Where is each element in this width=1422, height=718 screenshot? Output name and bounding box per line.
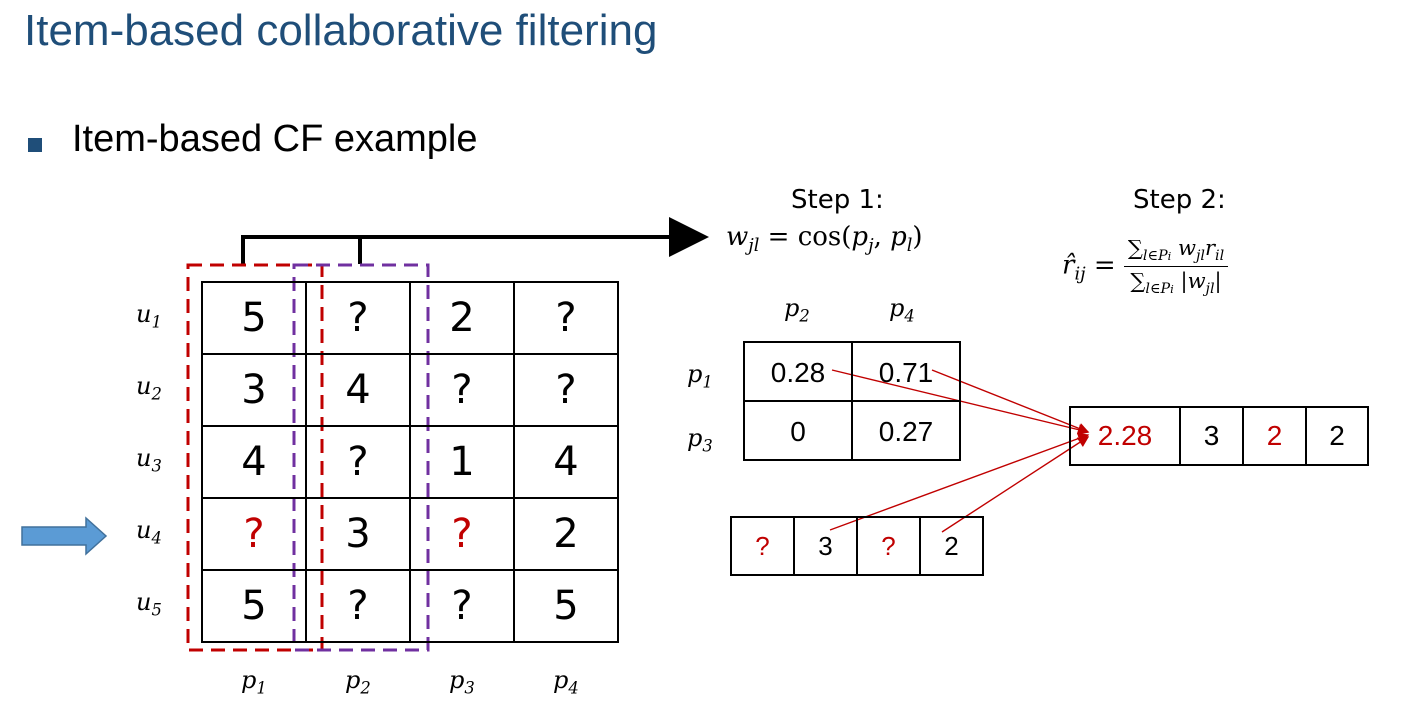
- vector-cell: 3: [793, 516, 858, 576]
- rating-cell: 4: [201, 425, 307, 499]
- item-label-p4: p4: [553, 666, 579, 698]
- rating-row-u2: 3 4 ? ?: [201, 353, 619, 427]
- rating-cell: ?: [409, 353, 515, 427]
- rating-cell: 2: [409, 281, 515, 355]
- predicted-cell: 2: [1242, 406, 1307, 466]
- bullet-marker: [28, 138, 42, 152]
- rating-cell: ?: [305, 569, 411, 643]
- rating-cell: 5: [513, 569, 619, 643]
- user-label-u3: u3: [136, 444, 162, 476]
- sim-row-header-p3: p3: [687, 424, 713, 456]
- step1-connector: [241, 217, 709, 264]
- rating-cell: 5: [201, 281, 307, 355]
- item-p1-selection-box: [186, 263, 324, 652]
- user-vector-row: ? 3 ? 2: [730, 516, 984, 576]
- similarity-cell: 0.71: [851, 341, 961, 402]
- target-user-arrow-icon: [21, 516, 108, 556]
- rating-cell-missing: ?: [201, 497, 307, 571]
- vector-cell-missing: ?: [856, 516, 921, 576]
- user-label-u5: u5: [136, 588, 162, 620]
- rating-cell: ?: [305, 281, 411, 355]
- sim-col-header-p2: p2: [784, 294, 810, 326]
- similarity-row-p1: 0.28 0.71: [743, 341, 961, 402]
- rating-cell: 4: [305, 353, 411, 427]
- page-title: Item-based collaborative filtering: [24, 6, 658, 55]
- step2-label: Step 2:: [1133, 185, 1226, 215]
- sim-col-header-p4: p4: [889, 294, 915, 326]
- user-label-u2: u2: [136, 372, 162, 404]
- result-vector-row: 2.28 3 2 2: [1069, 406, 1369, 466]
- similarity-row-p3: 0 0.27: [743, 400, 961, 461]
- item-label-p2: p2: [345, 666, 371, 698]
- item-label-p1: p1: [241, 666, 267, 698]
- user-rating-vector: ? 3 ? 2: [730, 516, 984, 576]
- vector-cell-missing: ?: [730, 516, 795, 576]
- rating-cell: ?: [513, 353, 619, 427]
- predicted-rating-vector: 2.28 3 2 2: [1069, 406, 1369, 466]
- similarity-cell: 0.28: [743, 341, 853, 402]
- rating-cell: 5: [201, 569, 307, 643]
- step2-formula: r̂ij = ∑l∈Pi wjlril ∑l∈Pi |wjl|: [1062, 236, 1229, 297]
- predicted-cell: 2.28: [1069, 406, 1181, 466]
- rating-cell: 1: [409, 425, 515, 499]
- result-cell: 2: [1305, 406, 1369, 466]
- rating-row-u1: 5 ? 2 ?: [201, 281, 619, 355]
- result-cell: 3: [1179, 406, 1244, 466]
- similarity-cell: 0: [743, 400, 853, 461]
- rating-cell: 2: [513, 497, 619, 571]
- bullet-text: Item-based CF example: [72, 118, 478, 160]
- rating-cell: ?: [409, 569, 515, 643]
- user-label-u4: u4: [136, 516, 162, 548]
- rating-cell: 3: [201, 353, 307, 427]
- step1-label: Step 1:: [791, 185, 884, 215]
- vector-cell: 2: [919, 516, 984, 576]
- similarity-table: 0.28 0.71 0 0.27: [743, 341, 961, 461]
- rating-cell-missing: ?: [409, 497, 515, 571]
- similarity-cell: 0.27: [851, 400, 961, 461]
- rating-cell: 4: [513, 425, 619, 499]
- rating-matrix: 5 ? 2 ? 3 4 ? ? 4 ? 1 4 ? 3 ? 2 5 ? ? 5: [201, 281, 619, 643]
- rating-cell: ?: [513, 281, 619, 355]
- step1-formula: wjl = cos(pj, pl): [726, 222, 923, 257]
- rating-cell: ?: [305, 425, 411, 499]
- rating-row-u3: 4 ? 1 4: [201, 425, 619, 499]
- rating-cell: 3: [305, 497, 411, 571]
- rating-row-u5: 5 ? ? 5: [201, 569, 619, 643]
- user-label-u1: u1: [136, 300, 162, 332]
- item-label-p3: p3: [449, 666, 475, 698]
- sim-row-header-p1: p1: [687, 360, 713, 392]
- rating-row-u4: ? 3 ? 2: [201, 497, 619, 571]
